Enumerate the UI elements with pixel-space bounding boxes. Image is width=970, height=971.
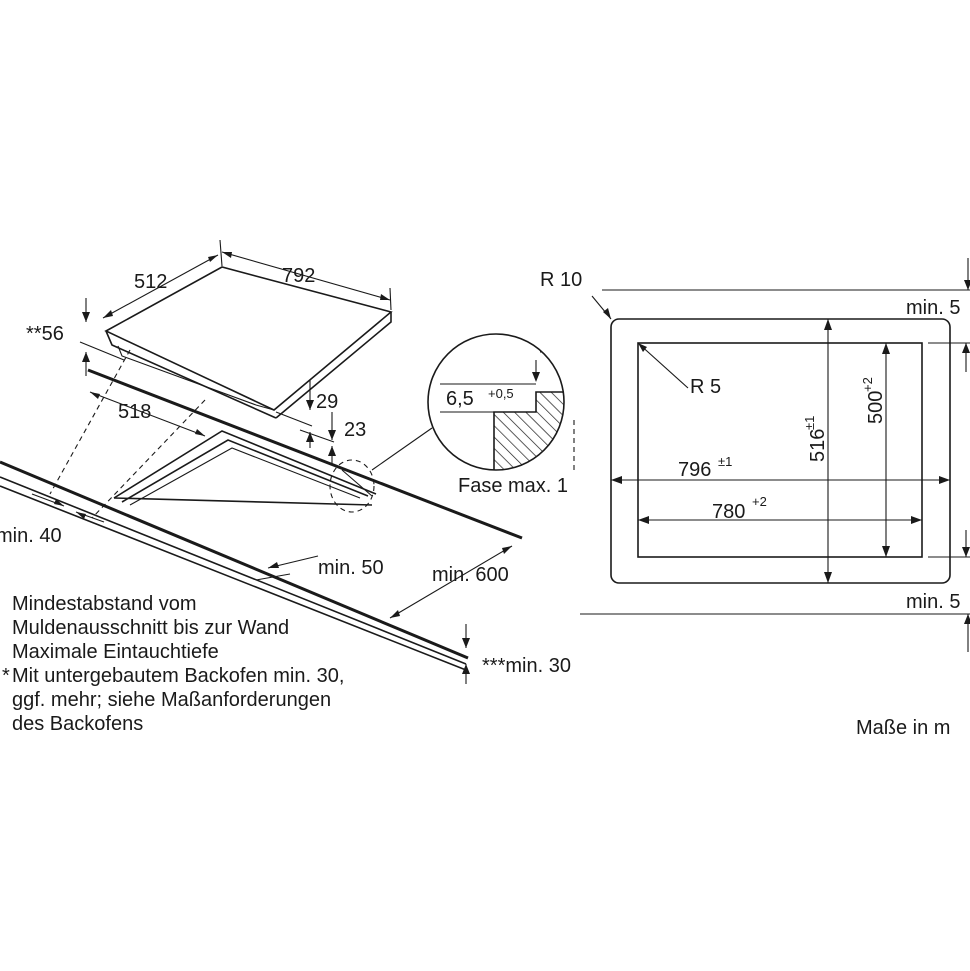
detail-dim-tolerance: +0,5 — [488, 386, 514, 401]
note-line-6: des Backofens — [12, 713, 144, 735]
dim-792: 792 — [282, 265, 315, 287]
installation-notes: Mindestabstand vom Muldenausschnitt bis … — [2, 592, 345, 736]
dim-500: 500 — [865, 391, 887, 424]
dim-min-30: ***min. 30 — [482, 655, 571, 677]
note-line-5: ggf. mehr; siehe Maßanforderungen — [12, 689, 332, 711]
dim-29: 29 — [316, 391, 338, 413]
note-line-2: Muldenausschnitt bis zur Wand — [12, 617, 290, 639]
units-label: Maße in m — [856, 717, 950, 739]
cutout-inner — [637, 342, 923, 558]
dim-min-600: min. 600 — [432, 564, 509, 586]
dim-min-40: min. 40 — [0, 525, 62, 547]
dim-23: 23 — [344, 419, 366, 441]
detail-dim-6-5: 6,5 — [446, 388, 474, 410]
dim-518: 518 — [118, 401, 151, 423]
dim-780: 780 — [712, 501, 745, 523]
dim-min-5-bottom: min. 5 — [906, 591, 960, 613]
note-line-4: Mit untergebautem Backofen min. 30, — [12, 665, 345, 687]
dim-500-tolerance: +2 — [860, 377, 875, 392]
worktop-edge — [0, 460, 469, 660]
label-r5: R 5 — [690, 376, 721, 398]
dim-512: 512 — [134, 271, 167, 293]
dim-780-tolerance: +2 — [752, 494, 767, 509]
dim-516: 516 — [807, 429, 829, 462]
note-line-1: Mindestabstand vom — [12, 593, 197, 615]
note-asterisk: * — [2, 665, 10, 687]
dim-min-50: min. 50 — [318, 557, 384, 579]
dim-56: **56 — [26, 323, 64, 345]
cutout-outer — [610, 318, 951, 584]
dim-516-tolerance: ±1 — [802, 416, 817, 430]
cutout-plan: R 10 R 5 min. 5 min. 5 796 ±1 780 +2 — [540, 258, 970, 739]
detail-circle-small — [329, 459, 375, 513]
hob-drawing: 792 512 **56 518 29 23 min. 40 — [0, 239, 571, 684]
dim-796: 796 — [678, 459, 711, 481]
label-r10: R 10 — [540, 269, 582, 291]
worktop-cutout — [113, 430, 377, 506]
dim-min-5-top: min. 5 — [906, 297, 960, 319]
dim-796-tolerance: ±1 — [718, 454, 732, 469]
note-line-3: Maximale Eintauchtiefe — [12, 641, 219, 663]
edge-detail: 6,5 +0,5 Fase max. 1 — [427, 333, 575, 497]
detail-fase: Fase max. 1 — [458, 475, 568, 497]
